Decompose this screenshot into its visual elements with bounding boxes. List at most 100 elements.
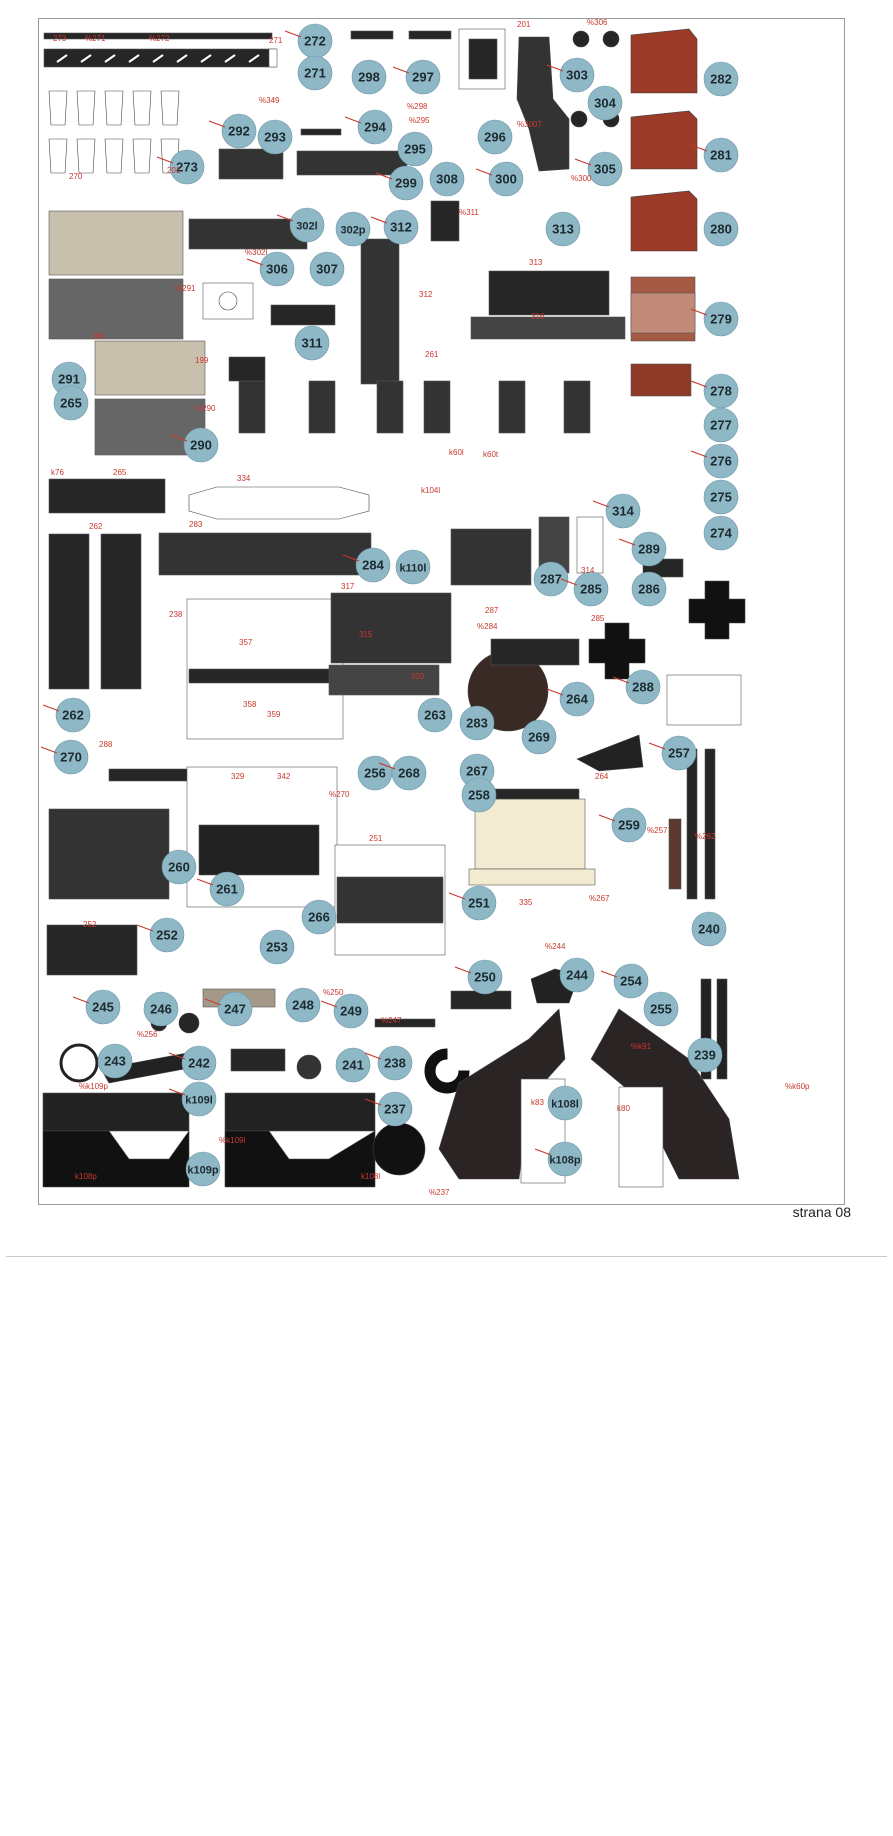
callout-number: 305 <box>594 162 616 177</box>
callout-297: 297 <box>405 59 441 95</box>
leader-line <box>560 578 578 586</box>
leader-line <box>136 924 154 932</box>
callout-number: 307 <box>316 262 338 277</box>
disc-237 <box>372 1122 426 1176</box>
part-annotation: k80 <box>617 1104 630 1113</box>
callout-number: 287 <box>540 572 562 587</box>
callout-bubble <box>477 119 513 155</box>
leader-line <box>320 1000 338 1008</box>
callout-304: 304 <box>587 85 623 121</box>
bar-265 <box>48 478 166 514</box>
bracket-300 <box>516 36 570 172</box>
callout-bubble <box>209 871 245 907</box>
part-annotation: 262 <box>89 522 103 531</box>
callout-number: 240 <box>698 922 720 937</box>
callout-bubble <box>377 1091 413 1127</box>
callout-number: k109l <box>185 1095 213 1107</box>
callout-number: 280 <box>710 222 732 237</box>
frame-357-band <box>188 668 344 684</box>
callout-bubble <box>605 493 641 529</box>
callout-306: 306 <box>259 251 295 287</box>
callout-bubble <box>183 427 219 463</box>
leader-line <box>42 704 60 712</box>
clip-312 <box>430 200 460 242</box>
part-annotation: %271 <box>85 34 106 43</box>
callout-bubble <box>181 1045 217 1081</box>
callout-number: k109p <box>187 1165 218 1177</box>
strip-stripe <box>128 54 140 63</box>
leader-line <box>284 30 302 38</box>
callout-bubble <box>691 911 727 947</box>
part-annotation: 238 <box>169 610 183 619</box>
leader-line <box>690 144 708 152</box>
leader-line <box>378 762 396 770</box>
callout-bubble <box>53 739 89 775</box>
callout-268: 268 <box>391 755 427 791</box>
callout-number: 247 <box>224 1002 246 1017</box>
callout-bubble <box>377 1045 413 1081</box>
leader-line <box>475 168 493 176</box>
callout-283: 283 <box>459 705 495 741</box>
callout-number: 273 <box>176 160 198 175</box>
callout-bubble <box>259 251 295 287</box>
callout-bubble <box>301 899 337 935</box>
callout-270: 270 <box>53 739 89 775</box>
callout-number: 304 <box>594 96 616 111</box>
callout-295: 295 <box>397 131 433 167</box>
callout-number: k108l <box>551 1099 579 1111</box>
callout-300: 300 <box>488 161 524 197</box>
callout-bubble <box>383 209 419 245</box>
callout-bubble <box>613 963 649 999</box>
callout-bubble <box>547 1085 583 1121</box>
callout-number: 242 <box>188 1056 210 1071</box>
callout-251: 251 <box>461 885 497 921</box>
callout-276: 276 <box>703 443 739 479</box>
leader-line <box>574 158 592 166</box>
part-annotation: 251 <box>369 834 383 843</box>
block-313-base <box>470 316 626 340</box>
block-252 <box>46 924 138 976</box>
callout-bubble <box>53 385 89 421</box>
leader-line <box>168 1052 186 1060</box>
part-annotation: 283 <box>189 520 203 529</box>
bar-297 <box>408 30 452 40</box>
callout-bubble <box>521 719 557 755</box>
leader-line <box>170 434 188 442</box>
callout-271: 271 <box>297 55 333 91</box>
clip-312 <box>423 380 451 434</box>
part-annotation: 199 <box>195 356 209 365</box>
callout-287: 287 <box>533 561 569 597</box>
callout-bubble <box>97 1043 133 1079</box>
callout-number: 297 <box>412 70 434 85</box>
callout-266: 266 <box>301 899 337 935</box>
callout-number: 248 <box>292 998 314 1013</box>
callout-bubble <box>149 917 185 953</box>
block-247 <box>230 1048 286 1072</box>
callout-k110l: k110l <box>395 549 431 585</box>
panel-290 <box>94 340 206 396</box>
part-annotation: %3007 <box>517 120 542 129</box>
cross-286 <box>688 580 746 640</box>
callout-bubble <box>559 57 595 93</box>
part-annotation: 312 <box>419 290 433 299</box>
callout-275: 275 <box>703 479 739 515</box>
part-annotation: 313 <box>529 258 543 267</box>
fender-k108l <box>438 1008 566 1180</box>
callout-number: 269 <box>528 730 550 745</box>
callout-k108p: k108p <box>547 1141 583 1177</box>
part-annotation: %300 <box>571 174 592 183</box>
comb-258b <box>468 868 596 886</box>
callout-246: 246 <box>143 991 179 1027</box>
part-annotation: 252 <box>83 920 97 929</box>
strip-stripe <box>56 54 68 63</box>
callout-298: 298 <box>351 59 387 95</box>
callout-bubble <box>355 547 391 583</box>
callout-240: 240 <box>691 911 727 947</box>
callout-269: 269 <box>521 719 557 755</box>
fender-panel-k80 <box>618 1086 664 1188</box>
part-shape <box>570 110 588 128</box>
part-annotation: 285 <box>591 614 605 623</box>
callout-bubble <box>185 1151 221 1187</box>
callout-number: 259 <box>618 818 640 833</box>
plate-k109l <box>224 1092 376 1132</box>
